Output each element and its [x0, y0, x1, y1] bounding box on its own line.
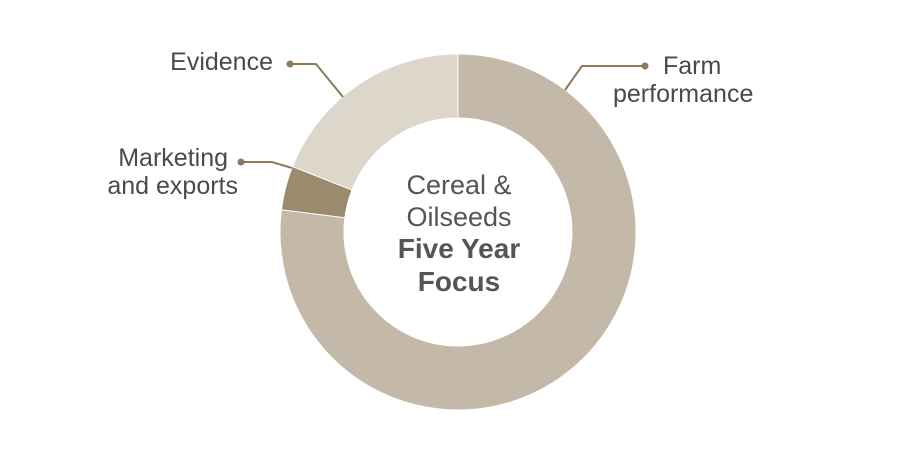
center-title-line-4: Focus [418, 266, 500, 297]
label-evidence: Evidence [170, 48, 273, 76]
center-title-line-1: Cereal & [406, 170, 511, 200]
label-farm-performance-line-1: Farm [663, 52, 721, 80]
label-farm-performance-line-2: performance [613, 80, 753, 108]
center-title-line-3: Five Year [398, 233, 521, 264]
label-marketing-and-exports-line-2: and exports [107, 172, 238, 200]
leader-evidence [286, 60, 344, 98]
center-title-line-2: Oilseeds [406, 202, 511, 232]
leader-farm-performance [564, 62, 649, 91]
slice-farm-performance [279, 53, 637, 411]
slice-evidence [291, 53, 459, 191]
leader-marketing-and-exports [237, 158, 293, 169]
label-marketing-and-exports-line-1: Marketing [118, 144, 228, 172]
donut-slices [279, 53, 637, 411]
